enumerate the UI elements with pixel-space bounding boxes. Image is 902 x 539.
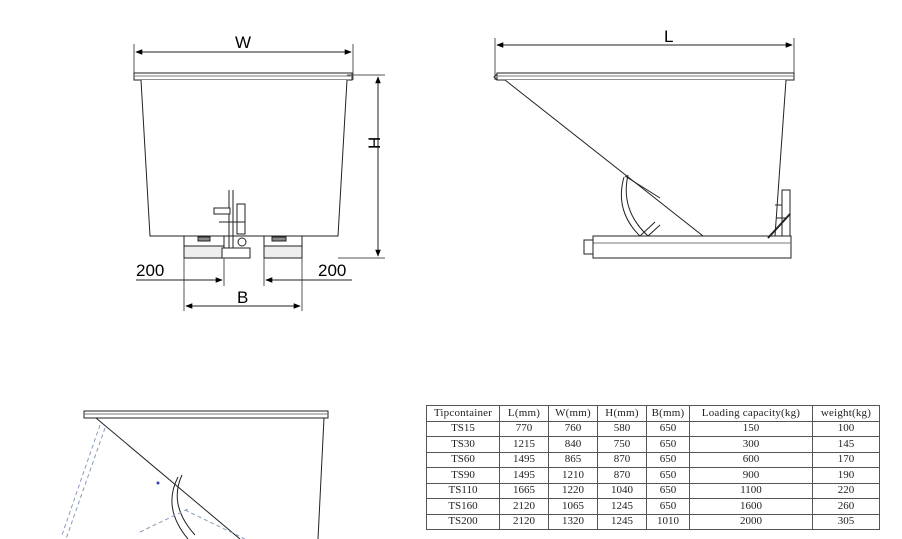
- cell-base: 650: [646, 420, 690, 437]
- cell-height: 1245: [597, 498, 647, 515]
- cell-length: 1215: [499, 436, 549, 453]
- cell-weight: 260: [812, 498, 880, 515]
- cell-height: 1245: [597, 513, 647, 530]
- cell-model: TS200: [426, 513, 500, 530]
- cell-model: TS90: [426, 467, 500, 484]
- side-base-frame: [592, 235, 792, 259]
- cell-width: 865: [548, 451, 598, 468]
- column-header-length: L(mm): [499, 405, 549, 422]
- cell-capacity: 150: [689, 420, 813, 437]
- cell-base: 650: [646, 467, 690, 484]
- cell-width: 1065: [548, 498, 598, 515]
- cell-capacity: 300: [689, 436, 813, 453]
- cell-capacity: 900: [689, 467, 813, 484]
- column-header-height: H(mm): [597, 405, 647, 422]
- cell-length: 770: [499, 420, 549, 437]
- cell-weight: 170: [812, 451, 880, 468]
- cell-height: 870: [597, 467, 647, 484]
- cell-length: 2120: [499, 513, 549, 530]
- cell-weight: 145: [812, 436, 880, 453]
- table-row: TS15 770 760 580 650 150 100: [426, 420, 880, 437]
- offset-right-label: 200: [318, 261, 346, 280]
- cell-capacity: 2000: [689, 513, 813, 530]
- front-body: [140, 79, 348, 237]
- column-header-model: Tipcontainer: [426, 405, 500, 422]
- cell-length: 1495: [499, 467, 549, 484]
- cell-width: 1210: [548, 467, 598, 484]
- offset-left-label: 200: [136, 261, 164, 280]
- column-header-base: B(mm): [646, 405, 690, 422]
- cell-model: TS160: [426, 498, 500, 515]
- front-latch-mechanism: [213, 190, 251, 259]
- side-tipping-arc: [625, 174, 649, 237]
- side-body: [504, 79, 787, 237]
- table-row: TS90 1495 1210 870 650 900 190: [426, 467, 880, 484]
- cell-model: TS15: [426, 420, 500, 437]
- table-header-row: Tipcontainer L(mm) W(mm) H(mm) B(mm) Loa…: [426, 405, 880, 422]
- tipped-arc: [176, 474, 196, 536]
- cell-weight: 220: [812, 482, 880, 499]
- column-header-capacity: Loading capacity(kg): [689, 405, 813, 422]
- cell-model: TS110: [426, 482, 500, 499]
- cell-height: 580: [597, 420, 647, 437]
- specification-table: Tipcontainer L(mm) W(mm) H(mm) B(mm) Loa…: [426, 405, 880, 530]
- table-row: TS60 1495 865 870 650 600 170: [426, 451, 880, 468]
- cell-base: 650: [646, 498, 690, 515]
- cell-height: 1040: [597, 482, 647, 499]
- cell-base: 650: [646, 451, 690, 468]
- cell-model: TS30: [426, 436, 500, 453]
- cell-capacity: 1600: [689, 498, 813, 515]
- base-label: B: [237, 288, 248, 307]
- table-row: TS30 1215 840 750 650 300 145: [426, 436, 880, 453]
- cell-weight: 100: [812, 420, 880, 437]
- cell-weight: 190: [812, 467, 880, 484]
- table-row: TS200 2120 1320 1245 1010 2000 305: [426, 513, 880, 530]
- cell-length: 1665: [499, 482, 549, 499]
- cell-length: 1495: [499, 451, 549, 468]
- cell-weight: 305: [812, 513, 880, 530]
- cell-width: 1220: [548, 482, 598, 499]
- cell-width: 840: [548, 436, 598, 453]
- cell-base: 650: [646, 482, 690, 499]
- cell-length: 2120: [499, 498, 549, 515]
- tipped-view: [61, 410, 329, 539]
- cell-capacity: 1100: [689, 482, 813, 499]
- column-header-weight: weight(kg): [812, 405, 880, 422]
- cell-width: 760: [548, 420, 598, 437]
- cell-model: TS60: [426, 451, 500, 468]
- table-row: TS160 2120 1065 1245 650 1600 260: [426, 498, 880, 515]
- side-latch-mechanism: [767, 189, 791, 239]
- width-label: W: [235, 33, 251, 52]
- cell-base: 650: [646, 436, 690, 453]
- column-header-width: W(mm): [548, 405, 598, 422]
- cell-capacity: 600: [689, 451, 813, 468]
- cell-height: 750: [597, 436, 647, 453]
- table-row: TS110 1665 1220 1040 650 1100 220: [426, 482, 880, 499]
- height-label: H: [365, 137, 384, 149]
- cell-width: 1320: [548, 513, 598, 530]
- cell-base: 1010: [646, 513, 690, 530]
- cell-height: 870: [597, 451, 647, 468]
- front-view: [133, 44, 385, 311]
- length-label: L: [664, 27, 673, 46]
- side-view: [493, 38, 795, 259]
